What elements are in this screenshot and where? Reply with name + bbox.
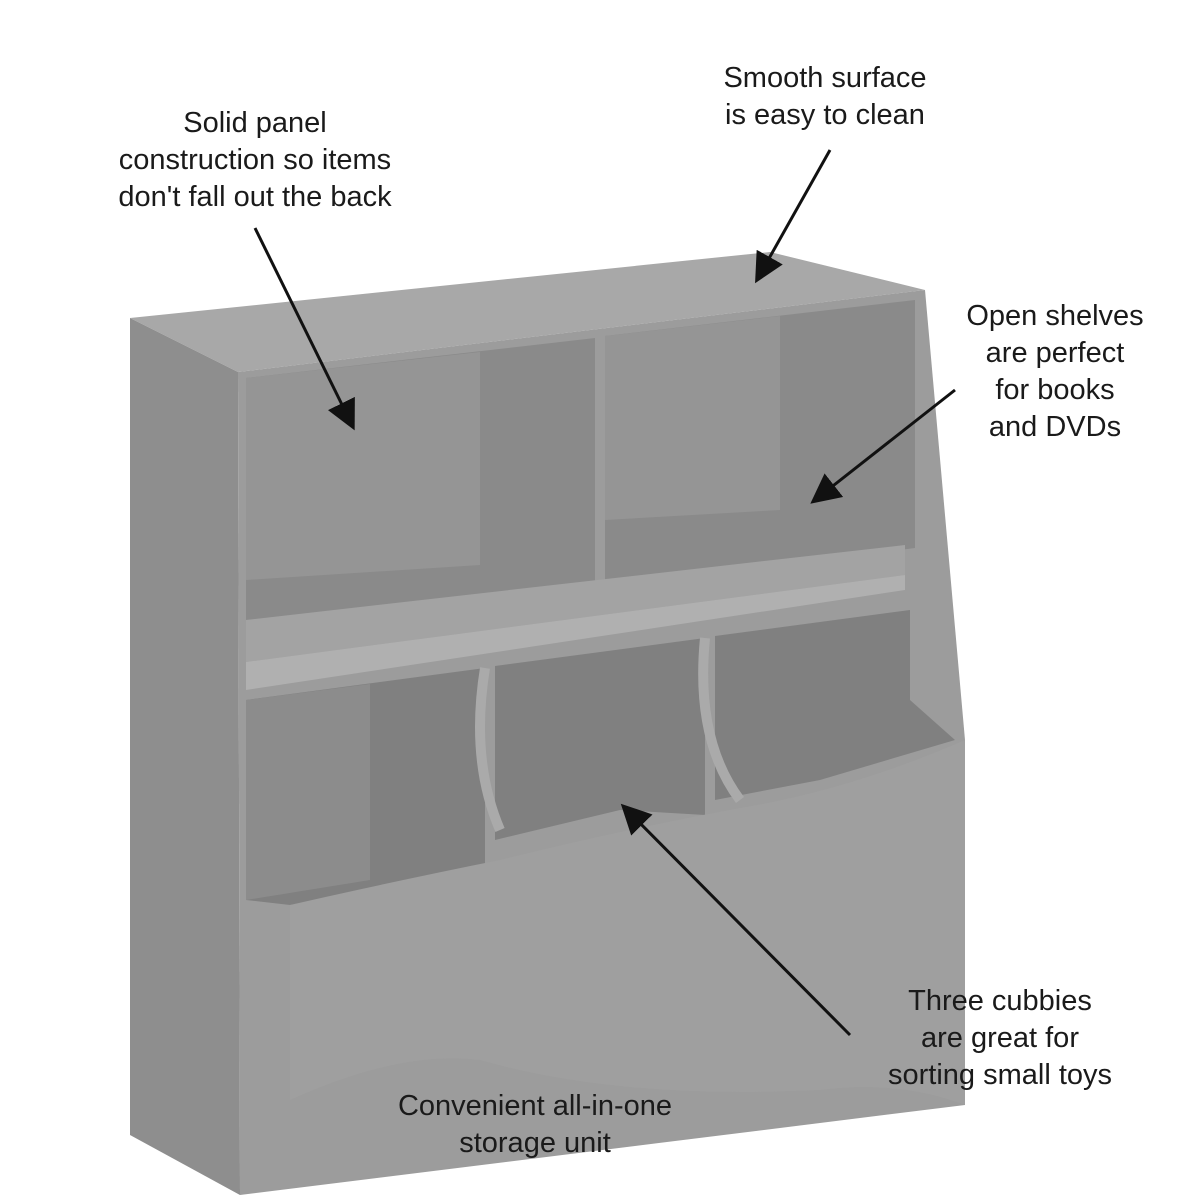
callout-smooth-surface: Smooth surface is easy to clean (723, 62, 927, 131)
arrow-three-cubbies (620, 803, 852, 1037)
lower-cubby-middle (495, 638, 705, 840)
callout-open-shelves: Open shelves are perfect for books and D… (966, 300, 1144, 443)
callout-all-in-one: Convenient all-in-one storage unit (397, 1090, 673, 1159)
arrow-open-shelves (810, 388, 956, 504)
arrow-smooth-surface (755, 149, 832, 284)
left-side-panel (130, 318, 240, 1195)
wavy-front-panel (290, 740, 965, 1105)
callout-three-cubbies: Three cubbies are great for sorting smal… (887, 985, 1112, 1091)
lower-cubby-right (715, 610, 955, 800)
arrow-solid-panel (253, 227, 355, 431)
top-surface (130, 252, 925, 372)
middle-shelf (246, 545, 905, 662)
callout-solid-panel: Solid panel construction so items don't … (118, 107, 392, 213)
